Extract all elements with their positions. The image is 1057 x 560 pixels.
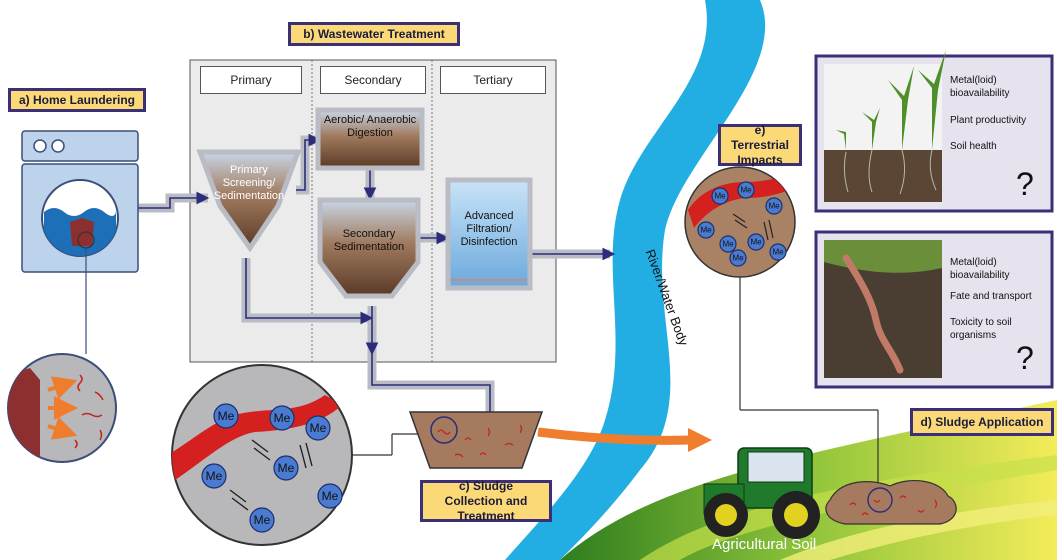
metal-ion (317, 483, 343, 509)
metal-ion-label: Me (732, 254, 744, 263)
earthworm-impacts-panel (814, 230, 1054, 389)
plant-question-mark: ? (1016, 166, 1034, 202)
metal-ion-label: Me (310, 421, 327, 435)
worm-item-2: Fate and transport (950, 291, 1032, 302)
flow-arrows (138, 133, 616, 440)
sludge-transport-arrow (537, 427, 712, 452)
metal-ion (269, 405, 295, 431)
plant-item-2: Plant productivity (950, 115, 1027, 126)
metal-ion (697, 221, 715, 239)
washing-machine (21, 130, 139, 354)
plant-item-3: Soil health (950, 141, 997, 152)
label-terrestrial-impacts: e) Terrestrial Impacts (718, 123, 802, 167)
process-advanced-filtration: Advanced Filtration/ Disinfection (460, 210, 518, 248)
sludge-pile (825, 479, 957, 525)
metal-ion (305, 415, 331, 441)
metal-sorption-detail (171, 364, 430, 546)
metal-ion (213, 403, 239, 429)
stage-secondary: Secondary (320, 66, 426, 94)
metal-ion-label: Me (700, 226, 712, 235)
equilibrium-arrows-small (732, 213, 774, 241)
metal-ion (201, 463, 227, 489)
metal-ion-label: Me (768, 202, 780, 211)
plant-item-1: Metal(loid) bioavailability (950, 75, 1010, 99)
metal-ion-label: Me (274, 411, 291, 425)
river (505, 0, 766, 560)
agricultural-soil-label: Agricultural Soil (712, 536, 817, 553)
metal-ion-label: Me (740, 186, 752, 195)
metal-ion (769, 243, 787, 261)
metal-ion-label: Me (750, 238, 762, 247)
process-digestion: Aerobic/ Anaerobic Digestion (323, 114, 417, 139)
label-wastewater-treatment: b) Wastewater Treatment (288, 22, 460, 46)
metal-ion (729, 249, 747, 267)
metal-ion-label: Me (722, 240, 734, 249)
stage-primary: Primary (200, 66, 302, 94)
worm-item-1: Metal(loid) bioavailability (950, 257, 1010, 281)
worm-item-3: Toxicity to soil organisms (950, 317, 1012, 341)
fibre-release-detail (7, 353, 117, 463)
worm-question-mark: ? (1016, 340, 1034, 376)
metal-ion (273, 455, 299, 481)
metal-ion-label: Me (772, 248, 784, 257)
tractor (703, 447, 820, 539)
sludge-trough (408, 411, 544, 469)
plant-impacts-panel (814, 50, 1054, 213)
secondary-sedimentation-tank (317, 197, 421, 299)
metal-ion-label: Me (278, 461, 295, 475)
metal-ion-label: Me (218, 409, 235, 423)
metal-ion (737, 181, 755, 199)
advanced-filtration-tank (445, 177, 533, 291)
process-primary-screening: Primary Screening/ Sedimentation (213, 164, 285, 202)
label-sludge-application: d) Sludge Application (910, 408, 1054, 436)
label-sludge-collection: c) Sludge Collection and Treatment (420, 479, 552, 523)
process-secondary-sedimentation: Secondary Sedimentation (333, 228, 405, 253)
metal-ion-label: Me (254, 513, 271, 527)
metal-ion (249, 507, 275, 533)
metal-ion-label: Me (322, 489, 339, 503)
metal-ion-label: Me (206, 469, 223, 483)
metal-ion-label: Me (714, 192, 726, 201)
digestion-tank (315, 107, 425, 171)
primary-sedimentation-tank (196, 149, 302, 253)
metal-ion (719, 235, 737, 253)
metal-ion (765, 197, 783, 215)
equilibrium-arrows-large (229, 439, 313, 511)
label-home-laundering: a) Home Laundering (8, 88, 146, 112)
stage-tertiary: Tertiary (440, 66, 546, 94)
metal-ion (711, 187, 729, 205)
metal-ion (747, 233, 765, 251)
